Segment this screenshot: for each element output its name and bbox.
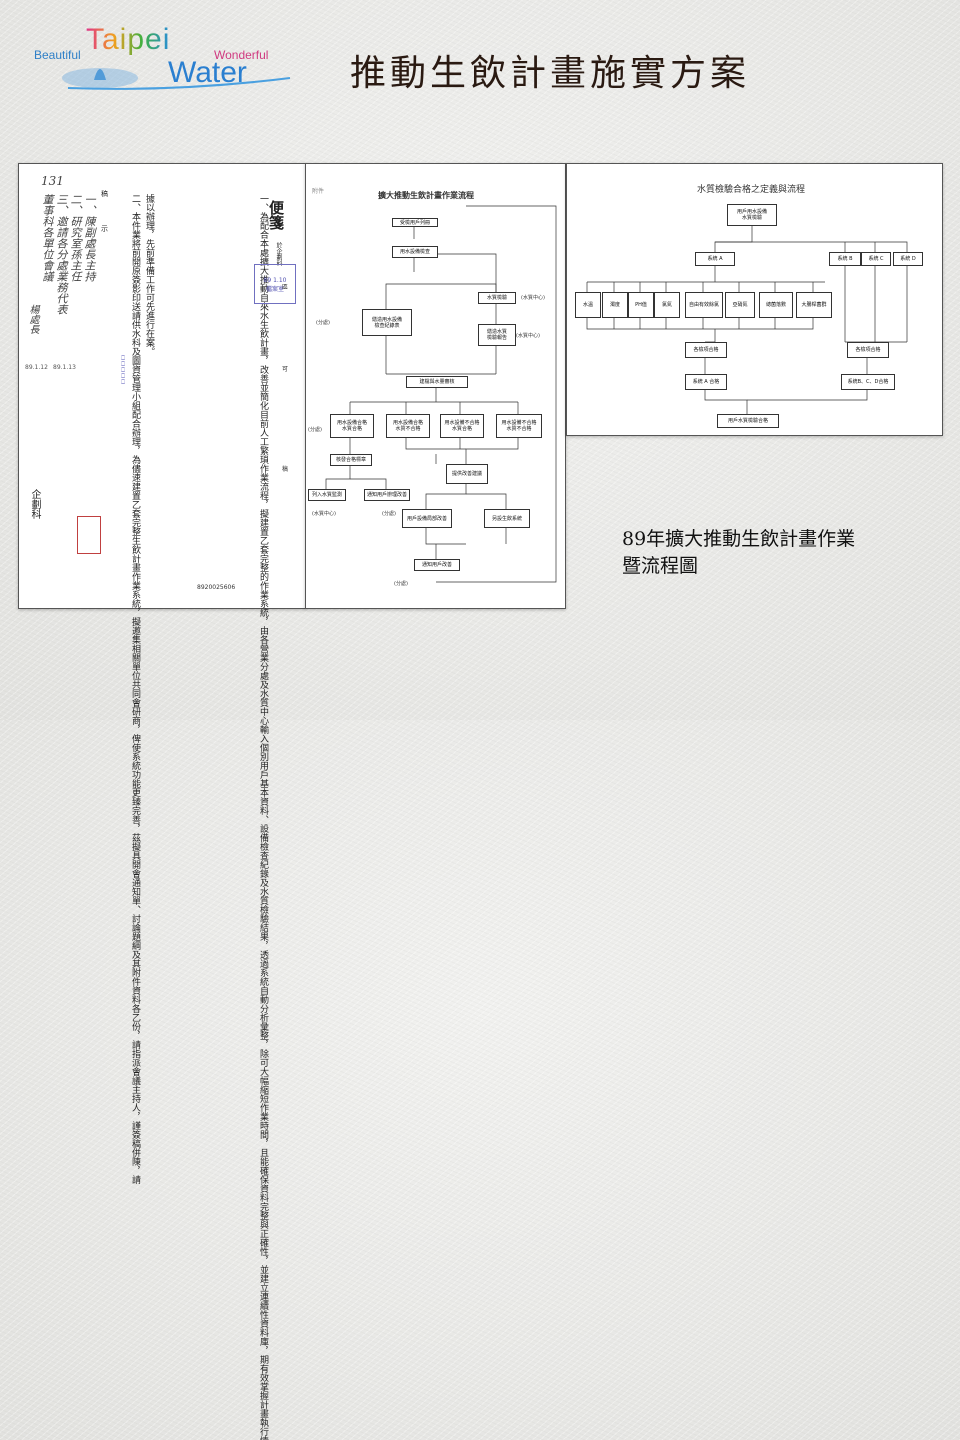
memo-document: 便箋 於企劃科 一、為配合本處擴大推動自來水生飲計畫，改善並簡化目前人工繁瑣作業… xyxy=(18,163,306,1440)
item-coliform: 大腸桿菌群 xyxy=(796,292,832,318)
slide-title: 推動生飲計畫施實方案 xyxy=(350,53,751,94)
logo-brand: Taipei xyxy=(86,23,171,56)
work-flowchart: 附件 擴大推動生飲計畫作業流程 受檢用戶列冊 用水設備檢查 水質檢驗 (水質中心… xyxy=(305,163,566,609)
stamp-label: 檔案室 xyxy=(265,286,284,293)
system-bcd-pass: 系統B、C、D合格 xyxy=(841,374,895,390)
logo-left-word: Beautiful xyxy=(34,48,81,62)
node-equipment-check: 用水設備檢查 xyxy=(392,246,438,258)
node-water-report: 繕造水質 檢驗報告 xyxy=(478,324,516,346)
handwritten-line-4: 董事科各單位會議 xyxy=(41,194,54,282)
quality-connectors xyxy=(586,226,908,414)
node-water-test-tag: (水質中心) xyxy=(521,295,545,301)
flowchart-title: 擴大推動生飲計畫作業流程 xyxy=(378,191,474,200)
figure-caption: 89年擴大推動生飲計畫作業 暨流程圖 xyxy=(622,526,855,580)
item-ammonia: 氯氮 xyxy=(654,292,680,318)
tag-water-center-1: (水質中心) xyxy=(516,333,540,339)
node-improvement: 提供改善建議 xyxy=(446,464,488,484)
quality-title: 水質檢驗合格之定義與流程 xyxy=(697,185,806,195)
node-notify-1: 通知用戶辦理改善 xyxy=(364,489,410,501)
flowchart-tab: 附件 xyxy=(312,188,325,195)
memo-side-char-2: 可 xyxy=(282,366,289,373)
result-4: 用水設備不合格 水質不合格 xyxy=(496,414,542,438)
final-pass: 用戶水質檢驗合格 xyxy=(717,414,779,428)
tag-branch-2: (分處) xyxy=(308,427,322,433)
node-roster: 受檢用戶列冊 xyxy=(392,218,438,227)
caption-line-2: 暨流程圖 xyxy=(622,555,699,577)
item-colony-count: 總菌落數 xyxy=(759,292,793,318)
tag-water-center-2: (水質中心) xyxy=(312,511,336,517)
node-data-entry: 建檔與水量審核 xyxy=(406,376,468,388)
quality-top-node: 用戶用水設備 水質檢驗 xyxy=(727,204,777,226)
memo-dept-top: 於企劃科 xyxy=(275,242,282,266)
system-a-pass: 系統 A 合格 xyxy=(685,374,727,390)
node-water-test: 水質檢驗 xyxy=(478,292,516,304)
item-nitrite: 亞硝氮 xyxy=(725,292,755,318)
node-certificate: 核發合格標章 xyxy=(330,454,372,466)
stamp-date: 89 1.10 xyxy=(263,277,287,284)
handwritten-line-2: 二、研究室孫主任 xyxy=(69,194,82,282)
item-free-chlorine: 自由有效餘氯 xyxy=(685,292,723,318)
handwritten-line-3: 三、邀請各分處業務代表 xyxy=(55,194,68,315)
system-c: 系統 C xyxy=(861,252,891,266)
node-equipment-record: 繕造用水設備 檢查紀錄表 xyxy=(362,309,412,336)
logo-sub: Water xyxy=(168,56,247,89)
handwritten-date-2: 89.1.13 xyxy=(53,364,76,371)
node-notify-2: 通知用戶改善 xyxy=(414,559,460,571)
result-1: 用水設備合格 水質合格 xyxy=(330,414,374,438)
flowchart-connectors xyxy=(325,205,557,583)
handwritten-number: 131 xyxy=(41,174,64,188)
item-ph: PH值 xyxy=(628,292,654,318)
memo-side-char-1: 區 xyxy=(282,284,289,291)
doc-number: 8920025606 xyxy=(197,584,236,591)
node-new-system: 另設生飲系統 xyxy=(484,509,530,528)
tag-branch-4: (分處) xyxy=(394,581,408,587)
handwritten-line-1: 一、陳副處長主持 xyxy=(83,194,96,282)
item-turbidity: 濁度 xyxy=(602,292,628,318)
blue-stamp: ⎕⎕⎕⎕⎕ xyxy=(120,356,127,386)
tag-branch-3: (分處) xyxy=(382,511,396,517)
memo-para2: 二、本件業將前開原簽影印送請供水科及圖資管理小組配合辦理，為儘速建置乙套完整生飲… xyxy=(130,194,140,1184)
memo-para1: 一、為配合本處擴大推動自來水生飲計畫，改善並簡化目前人工繁瑣作業流程，擬建置乙套… xyxy=(258,194,268,1440)
memo-row-label: 稿 xyxy=(101,190,108,198)
items-pass-a: 各檢項合格 xyxy=(685,342,727,358)
memo-heading: 便箋 xyxy=(267,200,285,230)
handwritten-signature: 楊處長 xyxy=(27,304,38,344)
taipei-water-logo: Beautiful Taipei Wonderful Water xyxy=(28,18,328,98)
memo-dept-bottom: 企劃科 xyxy=(29,489,40,519)
result-3: 用水設備不合格 水質合格 xyxy=(440,414,484,438)
quality-flowchart: 水質檢驗合格之定義與流程 用戶用水設備 水質檢驗 系統 A 系統 B 系統 C … xyxy=(566,163,943,436)
memo-note-label: 示 xyxy=(101,225,108,233)
logo-right-word: Wonderful xyxy=(214,48,269,62)
handwritten-date-1: 89.1.12 xyxy=(25,364,48,371)
result-2: 用水設備合格 水質不合格 xyxy=(386,414,430,438)
tag-branch-1: (分處) xyxy=(316,320,330,326)
caption-line-1: 89年擴大推動生飲計畫作業 xyxy=(622,528,856,550)
item-temperature: 水溫 xyxy=(575,292,601,318)
items-pass-bcd: 各檢項合格 xyxy=(847,342,889,358)
node-monitoring: 列入水質監測 xyxy=(308,489,346,501)
node-local-fix: 用戶設備局部改善 xyxy=(402,509,452,528)
system-a: 系統 A xyxy=(695,252,735,266)
memo-side-char-3: 稿 xyxy=(282,466,289,473)
red-seal xyxy=(77,516,101,554)
received-stamp: 89 1.10 檔案室 xyxy=(254,264,296,304)
memo-para1b: 據以辦理，先前準備工作可先進行在案。 xyxy=(144,194,154,356)
system-b: 系統 B xyxy=(829,252,861,266)
system-d: 系統 D xyxy=(893,252,923,266)
